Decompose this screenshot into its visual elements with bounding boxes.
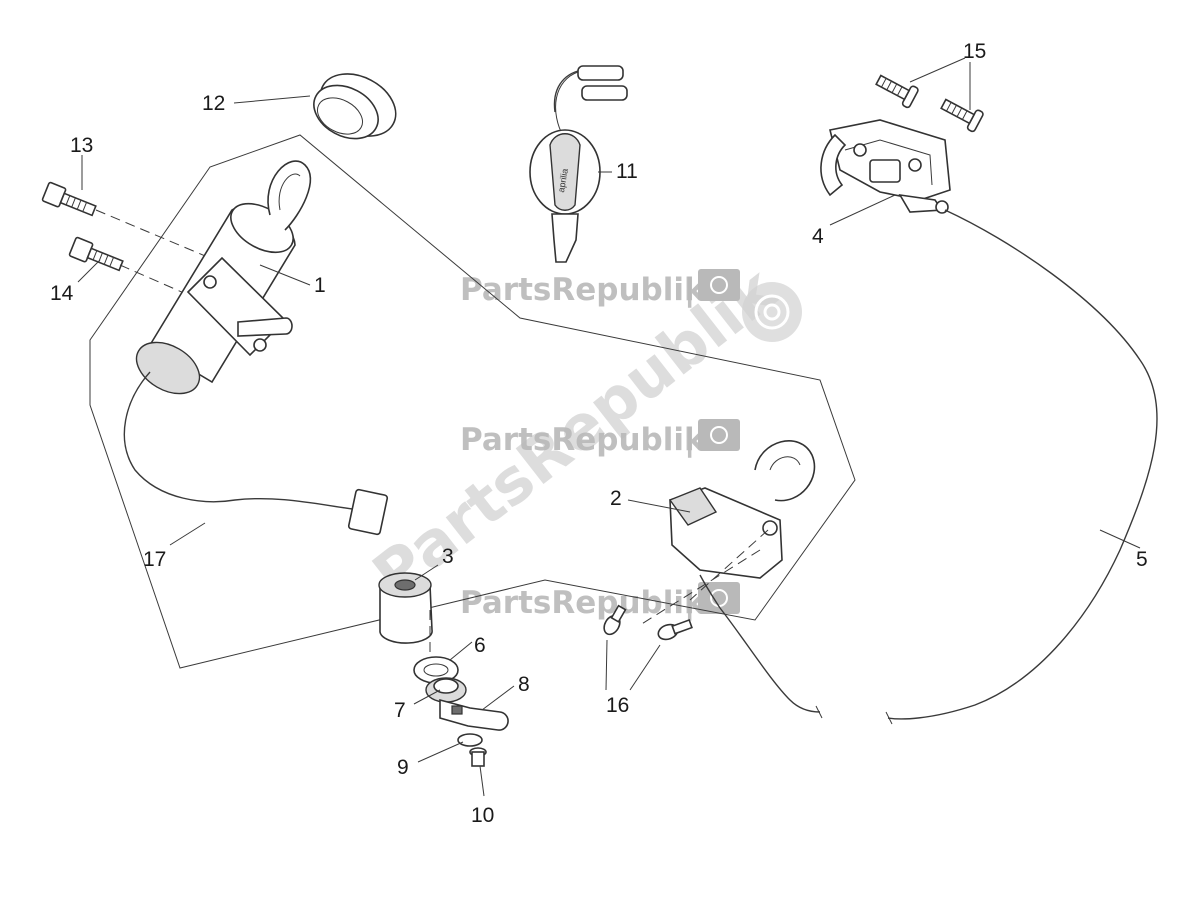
watermark-text: PartsRepublik (460, 422, 706, 458)
spacer-part (425, 677, 467, 703)
callout-5: 5 (1136, 548, 1148, 571)
watermark-separator: | (684, 272, 695, 308)
axis-line (95, 209, 211, 259)
callout-12: 12 (202, 92, 225, 115)
key-part: aprilia (529, 65, 628, 263)
callout-6: 6 (474, 634, 486, 657)
watermark-diagonal-gear (742, 282, 802, 342)
callout-9: 9 (397, 756, 409, 779)
watermark-text: PartsRepublik (460, 272, 706, 308)
callout-4: 4 (812, 225, 824, 248)
screw-part (940, 98, 984, 133)
cam-lever-part (439, 698, 509, 731)
screw-part (603, 604, 627, 636)
bolt-part (41, 181, 97, 217)
washer-part (457, 733, 483, 747)
callout-14: 14 (50, 282, 74, 305)
callout-11: 11 (616, 160, 638, 183)
watermark-row-3: PartsRepublik | (460, 582, 740, 621)
callout-16: 16 (606, 694, 629, 717)
grommet-part (313, 73, 397, 140)
callout-3: 3 (442, 545, 454, 568)
callout-7: 7 (394, 699, 406, 722)
watermark-text: PartsRepublik (460, 585, 706, 621)
seat-lock-part (123, 160, 389, 536)
watermark-badge (698, 419, 740, 451)
watermark-badge (698, 269, 740, 301)
leader-lines (77, 57, 1141, 797)
cable-part (887, 209, 1158, 720)
callout-17: 17 (143, 548, 166, 571)
key-brand-text: aprilia (556, 168, 570, 193)
cable-part (719, 607, 821, 713)
watermark-separator: | (684, 422, 695, 458)
screw-part (657, 619, 693, 641)
lock-barrel-part (378, 572, 433, 644)
callout-10: 10 (471, 804, 494, 827)
watermark-separator: | (684, 585, 695, 621)
kit-outline (89, 134, 856, 669)
ignition-switch-part (668, 440, 816, 609)
cable-break (885, 711, 893, 725)
axis-line (689, 529, 769, 601)
callout-1: 1 (314, 274, 326, 297)
callout-13: 13 (70, 134, 93, 157)
bolt-part (68, 236, 124, 272)
screw-part (469, 747, 487, 767)
gear-icon (710, 426, 728, 444)
callout-2: 2 (610, 487, 622, 510)
gear-icon (710, 276, 728, 294)
watermark-row-1: PartsRepublik | (460, 269, 740, 308)
callout-8: 8 (518, 673, 530, 696)
axis-line (639, 549, 761, 626)
screw-part (875, 74, 919, 109)
cable-break (815, 705, 823, 719)
callout-15: 15 (963, 40, 986, 63)
watermark-row-2: PartsRepublik | (460, 419, 740, 458)
